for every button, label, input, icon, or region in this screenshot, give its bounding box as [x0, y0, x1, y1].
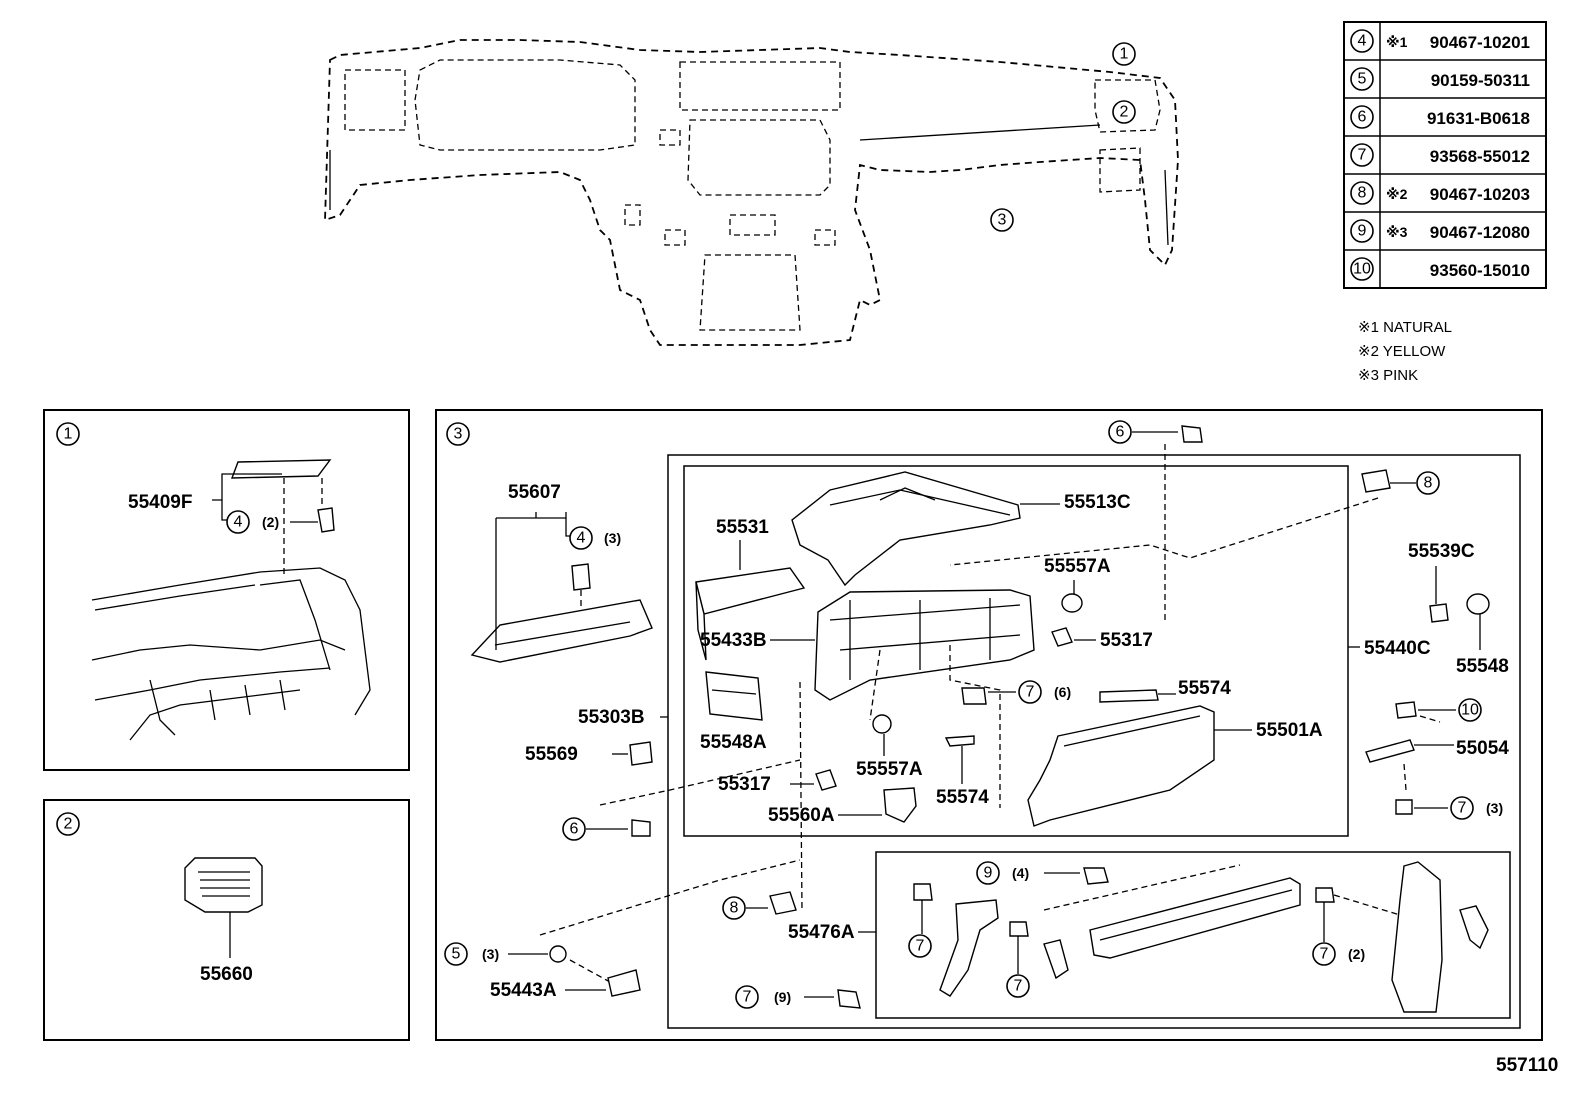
- svg-text:55557A: 55557A: [1044, 556, 1111, 577]
- svg-text:(9): (9): [774, 989, 791, 1005]
- svg-text:4: 4: [577, 530, 586, 547]
- svg-text:6: 6: [1116, 424, 1125, 441]
- svg-text:55560A: 55560A: [768, 805, 835, 826]
- svg-text:8: 8: [1424, 475, 1433, 492]
- svg-text:4: 4: [234, 514, 243, 531]
- svg-text:3: 3: [454, 426, 463, 443]
- svg-text:2: 2: [64, 816, 73, 833]
- svg-text:(2): (2): [1348, 946, 1365, 962]
- svg-text:55501A: 55501A: [1256, 720, 1323, 741]
- svg-text:55548: 55548: [1456, 656, 1509, 677]
- table-row: 8 ※2 90467-10203: [1350, 181, 1530, 205]
- svg-text:55531: 55531: [716, 517, 769, 538]
- svg-text:1: 1: [1120, 46, 1129, 63]
- note-2: ※2 YELLOW: [1358, 343, 1446, 360]
- svg-text:55409F: 55409F: [128, 492, 192, 513]
- svg-text:55054: 55054: [1456, 738, 1509, 759]
- svg-text:(2): (2): [262, 514, 279, 530]
- overview-callout-1: 1: [1112, 42, 1136, 66]
- pad-shape: [230, 459, 332, 479]
- svg-text:9: 9: [1358, 223, 1367, 240]
- table-row: 6 91631-B0618: [1350, 105, 1530, 129]
- svg-text:7: 7: [1320, 946, 1329, 963]
- svg-text:※2: ※2: [1386, 186, 1408, 202]
- svg-text:55539C: 55539C: [1408, 541, 1475, 562]
- svg-text:8: 8: [1358, 185, 1367, 202]
- detail-panel-2: 2 55660: [43, 799, 410, 1041]
- note-3: ※3 PINK: [1358, 367, 1418, 384]
- svg-text:7: 7: [1026, 684, 1035, 701]
- svg-text:3: 3: [998, 212, 1007, 229]
- svg-text:(4): (4): [1012, 865, 1029, 881]
- svg-text:90467-10201: 90467-10201: [1430, 33, 1530, 52]
- detail-panel-1: 1 55409F 4 (2): [43, 409, 410, 771]
- svg-text:93560-15010: 93560-15010: [1430, 261, 1530, 280]
- svg-text:55476A: 55476A: [788, 922, 855, 943]
- svg-text:7: 7: [1458, 800, 1467, 817]
- overview-callout-3: 3: [990, 208, 1014, 232]
- vent-shape: [184, 857, 263, 913]
- svg-text:4: 4: [1358, 33, 1367, 50]
- svg-text:8: 8: [730, 900, 739, 917]
- svg-text:90467-12080: 90467-12080: [1430, 223, 1530, 242]
- svg-text:※3: ※3: [1386, 224, 1408, 240]
- svg-text:55440C: 55440C: [1364, 638, 1431, 659]
- svg-text:55574: 55574: [936, 787, 989, 808]
- svg-text:7: 7: [743, 989, 752, 1006]
- overview-callout-2: 2: [1112, 100, 1136, 124]
- svg-text:55557A: 55557A: [856, 759, 923, 780]
- svg-text:55548A: 55548A: [700, 732, 767, 753]
- svg-text:55607: 55607: [508, 482, 561, 503]
- svg-text:7: 7: [1358, 147, 1367, 164]
- table-row: 4 ※1 90467-10201: [1350, 29, 1530, 53]
- detail-panel-3: 3 55607 4 (3) 55303B 55569 6 5 (3): [435, 409, 1543, 1041]
- svg-text:91631-B0618: 91631-B0618: [1427, 109, 1530, 128]
- svg-text:(6): (6): [1054, 684, 1071, 700]
- table-row: 5 90159-50311: [1350, 67, 1530, 91]
- svg-text:7: 7: [1014, 978, 1023, 995]
- note-1: ※1 NATURAL: [1358, 319, 1452, 336]
- svg-text:(3): (3): [604, 530, 621, 546]
- diagram-id: 557110: [1496, 1055, 1558, 1076]
- svg-text:1: 1: [64, 426, 73, 443]
- svg-text:※1: ※1: [1386, 34, 1408, 50]
- svg-text:5: 5: [1358, 71, 1367, 88]
- svg-text:55569: 55569: [525, 744, 578, 765]
- svg-text:6: 6: [1358, 109, 1367, 126]
- table-row: 9 ※3 90467-12080: [1350, 219, 1530, 243]
- svg-text:90159-50311: 90159-50311: [1431, 71, 1530, 90]
- svg-text:55574: 55574: [1178, 678, 1231, 699]
- svg-text:55317: 55317: [1100, 630, 1153, 651]
- instrument-panel-overview: [324, 39, 1179, 346]
- svg-text:7: 7: [916, 938, 925, 955]
- svg-text:93568-55012: 93568-55012: [1430, 147, 1530, 166]
- svg-text:55513C: 55513C: [1064, 492, 1131, 513]
- svg-text:55433B: 55433B: [700, 630, 767, 651]
- svg-text:(3): (3): [482, 946, 499, 962]
- svg-text:6: 6: [570, 821, 579, 838]
- part-number-table: 4 ※1 90467-10201 5 90159-50311 6 91631-B…: [1343, 21, 1547, 289]
- svg-text:10: 10: [1353, 261, 1371, 278]
- svg-text:(3): (3): [1486, 800, 1503, 816]
- svg-text:90467-10203: 90467-10203: [1430, 185, 1530, 204]
- color-notes: ※1 NATURAL ※2 YELLOW ※3 PINK: [1358, 319, 1452, 384]
- svg-text:55317: 55317: [718, 774, 771, 795]
- table-row: 7 93568-55012: [1350, 143, 1530, 167]
- table-row: 10 93560-15010: [1350, 257, 1530, 281]
- svg-text:2: 2: [1120, 104, 1129, 121]
- svg-text:55303B: 55303B: [578, 707, 645, 728]
- svg-text:10: 10: [1461, 702, 1479, 719]
- svg-text:55443A: 55443A: [490, 980, 557, 1001]
- svg-text:5: 5: [452, 946, 461, 963]
- svg-text:55660: 55660: [200, 964, 253, 985]
- svg-text:9: 9: [984, 865, 993, 882]
